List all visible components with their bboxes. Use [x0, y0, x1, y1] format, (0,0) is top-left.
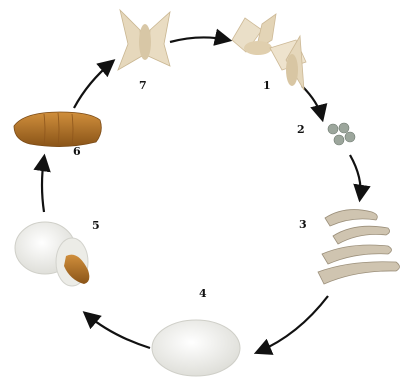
- pupa-in-cocoon-image: [15, 222, 89, 286]
- adult-moth-image: [118, 10, 170, 70]
- arrow-3-to-4: [258, 296, 328, 352]
- stage-5-label: 5: [92, 220, 100, 231]
- arrow-1-to-2: [302, 86, 322, 118]
- stage-4-label: 4: [199, 288, 207, 299]
- stage-3-label: 3: [299, 219, 307, 230]
- arrow-5-to-6: [42, 158, 44, 212]
- stage-1-label: 1: [263, 80, 271, 91]
- cocoon-image: [152, 320, 240, 376]
- larvae-image: [318, 210, 400, 284]
- arrow-7-to-1: [170, 37, 228, 42]
- arrow-4-to-5: [86, 314, 150, 348]
- stage-2-label: 2: [297, 124, 305, 135]
- arrow-6-to-7: [74, 62, 112, 108]
- eggs-image: [328, 123, 355, 145]
- cycle-arrows: [42, 37, 361, 352]
- arrow-2-to-3: [350, 155, 361, 198]
- stage-7-label: 7: [139, 80, 147, 91]
- stage-6-label: 6: [73, 146, 81, 157]
- pupa-image: [14, 112, 101, 147]
